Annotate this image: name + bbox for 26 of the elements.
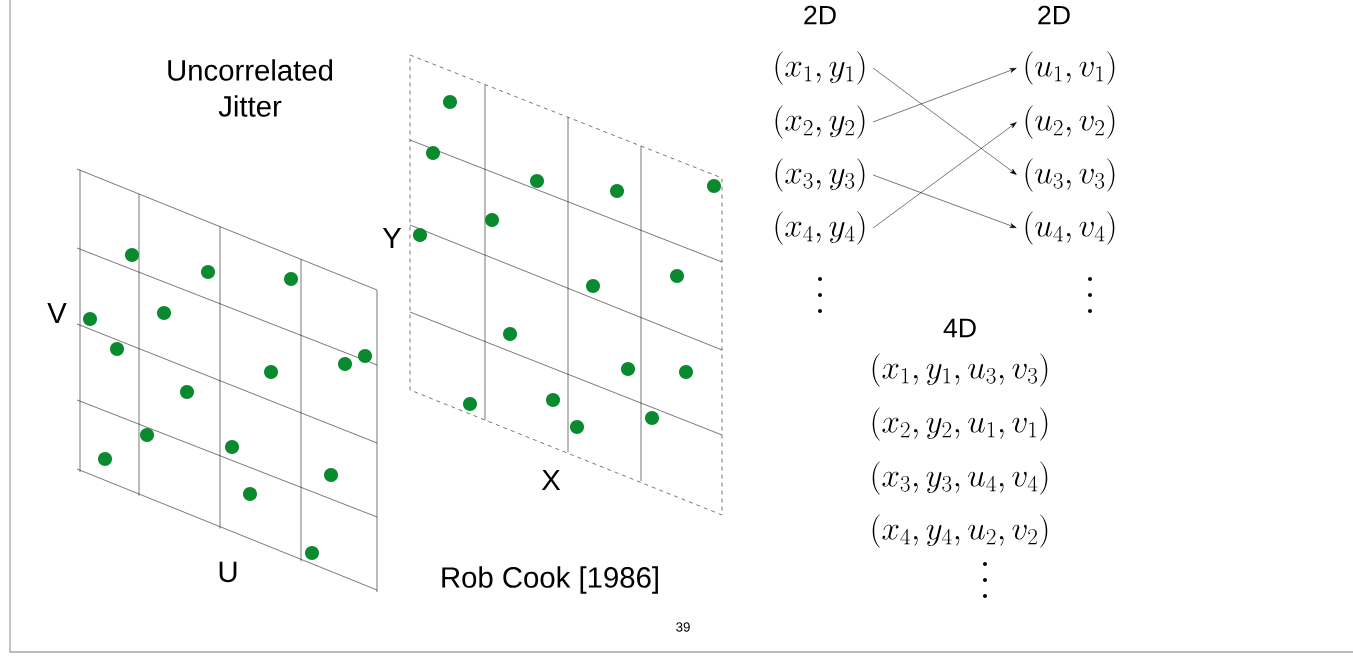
axis-label: U <box>219 561 237 583</box>
tuple-formula: $(x_4, y_4)$ <box>775 211 865 245</box>
arrow <box>872 68 1017 123</box>
tuple-formula: $(x_2, y_2)$ <box>775 105 865 139</box>
arrow <box>872 122 1017 229</box>
citation: Rob Cook [1986] <box>442 566 658 594</box>
tuple-formula: $(x_1, y_1)$ <box>775 51 865 85</box>
column-heading: 2D <box>804 5 836 25</box>
tuple-formula: $(x_3, y_3)$ <box>775 158 865 192</box>
tuple-formula: $(u_2, v_2)$ <box>1025 105 1115 139</box>
axis-label: Y <box>382 227 402 249</box>
column-heading: 2D <box>1038 5 1070 25</box>
axis-label: V <box>47 302 67 324</box>
plot-title: Uncorrelated Jitter <box>168 59 333 117</box>
arrow <box>872 174 1017 228</box>
page-number: 39 <box>676 622 690 632</box>
arrow <box>872 67 1017 175</box>
column-heading: 4D <box>943 318 976 338</box>
axis-label: X <box>541 469 561 491</box>
tuple-formula: $(x_2, y_2, u_1, v_1)$ <box>872 407 1048 441</box>
tuple-formula: $(x_1, y_1, u_3, v_3)$ <box>872 353 1048 387</box>
tuple-formula: $(u_1, v_1)$ <box>1025 51 1115 85</box>
tuple-formula: $(u_4, v_4)$ <box>1025 211 1115 245</box>
tuple-formula: $(u_3, v_3)$ <box>1025 158 1115 192</box>
tuple-formula: $(x_4, y_4, u_2, v_2)$ <box>872 514 1048 548</box>
tuple-formula: $(x_3, y_3, u_4, v_4)$ <box>872 461 1048 495</box>
